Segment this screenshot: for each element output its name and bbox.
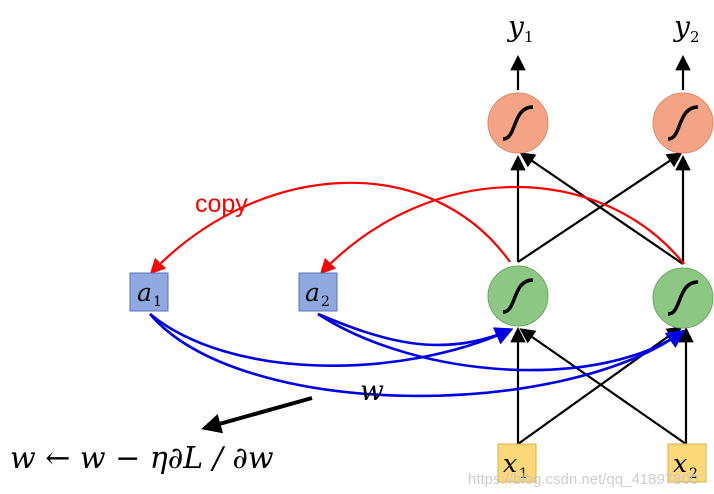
sigmoid-icon xyxy=(667,280,699,316)
memory-a2-symbol: a xyxy=(305,278,320,307)
sigmoid-icon xyxy=(502,105,534,141)
output-y2-symbol: y xyxy=(672,10,691,43)
arrow-x2-h1 xyxy=(519,328,687,445)
sigmoid-icon xyxy=(502,278,534,314)
input-box-x2: x 2 xyxy=(667,443,707,483)
watermark: https://blog.csdn.net/qq_41897800 xyxy=(468,471,698,488)
output-y2-subscript: 2 xyxy=(690,28,700,46)
memory-a1-symbol: a xyxy=(137,278,152,307)
arrow-a2-h2 xyxy=(317,312,685,372)
input-x1-subscript: 1 xyxy=(519,466,528,482)
update-rule: w ← w − η∂L / ∂w xyxy=(10,441,274,476)
arrow-a1-h1 xyxy=(149,312,514,367)
arrow-h2-o1 xyxy=(519,152,684,265)
arrow-copy-h1-a1 xyxy=(149,181,511,275)
output-label-y2: y 2 xyxy=(672,10,700,46)
arrow-w-to-update xyxy=(201,396,313,434)
weight-label: w xyxy=(360,374,384,407)
hidden-node-1 xyxy=(487,265,549,327)
memory-a2-subscript: 2 xyxy=(321,294,330,310)
input-x2-subscript: 2 xyxy=(689,466,698,482)
hidden-node-2 xyxy=(652,267,714,329)
copy-label: copy xyxy=(195,190,248,218)
input-box-x1: x 1 xyxy=(497,443,537,483)
input-x1-symbol: x xyxy=(503,449,517,478)
output-node-1 xyxy=(487,92,549,154)
output-y1-subscript: 1 xyxy=(524,28,534,46)
arrow-a1-h2 xyxy=(149,313,685,398)
arrow-copy-h2-a2 xyxy=(319,185,685,275)
memory-a1-subscript: 1 xyxy=(153,294,162,310)
memory-box-a2: a 2 xyxy=(298,272,338,312)
copy-connections xyxy=(149,181,685,275)
output-node-2 xyxy=(652,92,714,154)
arrow-h1-o2 xyxy=(517,152,683,263)
sigmoid-icon xyxy=(667,105,699,141)
arrow-a2-h1 xyxy=(317,312,514,347)
output-y1-symbol: y xyxy=(506,10,525,43)
input-x2-symbol: x xyxy=(673,449,687,478)
memory-box-a1: a 1 xyxy=(129,272,169,312)
output-label-y1: y 1 xyxy=(506,10,534,46)
weight-connections xyxy=(149,312,685,398)
forward-connections xyxy=(510,54,694,445)
